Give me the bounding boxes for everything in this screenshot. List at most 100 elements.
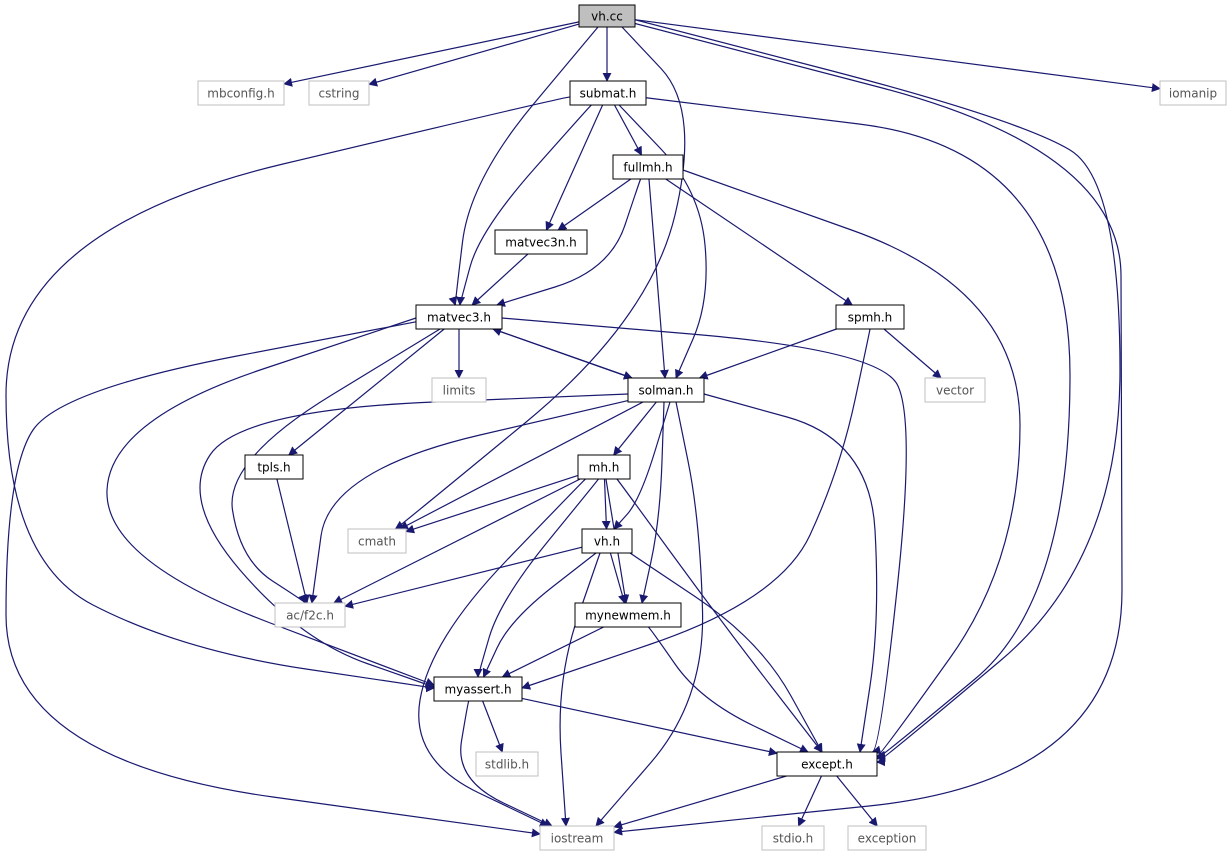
edge-fullmh-h-to-matvec3-h xyxy=(495,178,642,307)
edge-vh-h-to-mynewmem-h xyxy=(609,552,627,604)
node-label: except.h xyxy=(801,758,853,772)
edge-mh-h-to-ac-f2c-h xyxy=(333,478,581,604)
node-box xyxy=(835,304,905,330)
edge-vh-h-to-except-h xyxy=(629,552,823,753)
node-label: exception xyxy=(858,832,917,846)
node-label: stdlib.h xyxy=(485,758,529,772)
node-ac-f2c-h[interactable]: ac/f2c.h xyxy=(274,602,346,628)
edge-vh-cc-to-iostream xyxy=(613,22,1123,836)
edge-mynewmem-h-to-except-h xyxy=(647,626,809,753)
edge-vh-cc-to-matvec3-h xyxy=(448,26,599,306)
edge-mh-h-to-myassert-h xyxy=(473,478,600,678)
node-iomanip[interactable]: iomanip xyxy=(1159,80,1227,106)
node-tpls-h[interactable]: tpls.h xyxy=(244,454,304,480)
node-stdio-h[interactable]: stdio.h xyxy=(761,825,825,851)
node-label: limits xyxy=(443,384,476,398)
node-fullmh-h[interactable]: fullmh.h xyxy=(612,154,684,180)
edge-fullmh-h-to-spmh-h xyxy=(665,178,853,306)
edge-mh-h-to-iostream xyxy=(418,478,586,827)
node-box xyxy=(569,80,647,106)
edge-matvec3-h-to-iostream xyxy=(5,321,541,838)
edge-matvec3-h-to-tpls-h xyxy=(288,328,445,456)
node-matvec3-h[interactable]: matvec3.h xyxy=(415,304,503,330)
node-matvec3n-h[interactable]: matvec3n.h xyxy=(494,229,588,255)
node-submat-h[interactable]: submat.h xyxy=(569,80,647,106)
edge-submat-h-to-fullmh-h xyxy=(613,104,643,156)
node-label: myassert.h xyxy=(444,683,511,697)
node-box xyxy=(431,377,487,403)
edge-tpls-h-to-ac-f2c-h xyxy=(276,478,310,604)
node-box xyxy=(539,825,615,851)
edge-matvec3-h-to-except-h xyxy=(501,317,907,755)
node-mbconfig-h[interactable]: mbconfig.h xyxy=(197,80,285,106)
edge-matvec3n-h-to-matvec3-h xyxy=(471,253,529,306)
node-box xyxy=(197,80,285,106)
edge-solman-h-to-cmath xyxy=(399,401,644,530)
node-box xyxy=(274,602,346,628)
edge-vh-cc-to-cstring xyxy=(368,23,580,87)
edge-fullmh-h-to-solman-h xyxy=(648,178,669,379)
edge-matvec3-h-to-myassert-h xyxy=(106,317,435,687)
node-box xyxy=(475,751,539,777)
edge-solman-h-to-matvec3-h xyxy=(492,327,633,379)
edge-mh-h-to-vh-h xyxy=(601,478,611,530)
node-label: tpls.h xyxy=(257,461,290,475)
node-mynewmem-h[interactable]: mynewmem.h xyxy=(574,602,682,628)
node-cstring[interactable]: cstring xyxy=(308,80,370,106)
edge-solman-h-to-mynewmem-h xyxy=(639,401,665,604)
edge-except-h-to-iostream xyxy=(613,775,787,830)
edge-except-h-to-exception xyxy=(836,775,878,827)
edge-vh-h-to-iostream xyxy=(559,552,601,827)
node-vh-cc[interactable]: vh.cc xyxy=(578,4,636,28)
node-label: vh.cc xyxy=(591,10,623,24)
node-label: solman.h xyxy=(639,384,694,398)
node-box xyxy=(574,602,682,628)
node-box xyxy=(581,528,633,554)
node-box xyxy=(1159,80,1227,106)
node-box xyxy=(347,528,407,554)
node-label: mh.h xyxy=(589,461,620,475)
nodes-layer: vh.cc mbconfig.h cstring submat.h iomanip ful… xyxy=(197,4,1227,851)
node-box xyxy=(627,377,705,403)
node-mh-h[interactable]: mh.h xyxy=(577,454,631,480)
edge-matvec3-h-to-ac-f2c-h xyxy=(231,328,441,604)
node-box xyxy=(578,4,636,28)
node-limits[interactable]: limits xyxy=(431,377,487,403)
edge-myassert-h-to-iostream xyxy=(460,700,553,827)
edge-submat-h-to-solman-h xyxy=(618,104,707,379)
node-label: vh.h xyxy=(594,535,620,549)
edge-spmh-h-to-myassert-h xyxy=(521,328,871,690)
node-iostream[interactable]: iostream xyxy=(539,825,615,851)
node-except-h[interactable]: except.h xyxy=(776,751,878,777)
edge-solman-h-to-mh-h xyxy=(613,401,657,456)
node-cmath[interactable]: cmath xyxy=(347,528,407,554)
node-vh-h[interactable]: vh.h xyxy=(581,528,633,554)
edge-mynewmem-h-to-myassert-h xyxy=(501,626,604,678)
node-solman-h[interactable]: solman.h xyxy=(627,377,705,403)
node-label: fullmh.h xyxy=(623,161,672,175)
node-label: ac/f2c.h xyxy=(286,609,334,623)
edge-spmh-h-to-solman-h xyxy=(698,328,837,380)
node-stdlib-h[interactable]: stdlib.h xyxy=(475,751,539,777)
node-myassert-h[interactable]: myassert.h xyxy=(433,676,523,702)
edge-vh-h-to-ac-f2c-h xyxy=(344,546,583,609)
node-label: cmath xyxy=(358,535,396,549)
node-label: matvec3.h xyxy=(427,311,491,325)
edge-submat-h-to-myassert-h xyxy=(5,96,571,693)
node-box xyxy=(415,304,503,330)
edge-mh-h-to-cmath xyxy=(405,474,579,534)
edges-layer xyxy=(5,19,1161,838)
edge-submat-h-to-except-h xyxy=(645,97,1071,762)
edge-vh-cc-to-iomanip xyxy=(634,19,1161,93)
edge-except-h-to-stdio-h xyxy=(797,775,823,827)
node-vector[interactable]: vector xyxy=(924,377,986,403)
node-exception[interactable]: exception xyxy=(847,825,927,851)
edge-solman-h-to-ac-f2c-h xyxy=(308,399,629,604)
node-label: vector xyxy=(936,384,974,398)
node-box xyxy=(308,80,370,106)
edge-vh-cc-to-mbconfig-h xyxy=(283,21,580,87)
node-box xyxy=(577,454,631,480)
node-spmh-h[interactable]: spmh.h xyxy=(835,304,905,330)
edge-solman-h-to-except-h xyxy=(703,393,878,753)
